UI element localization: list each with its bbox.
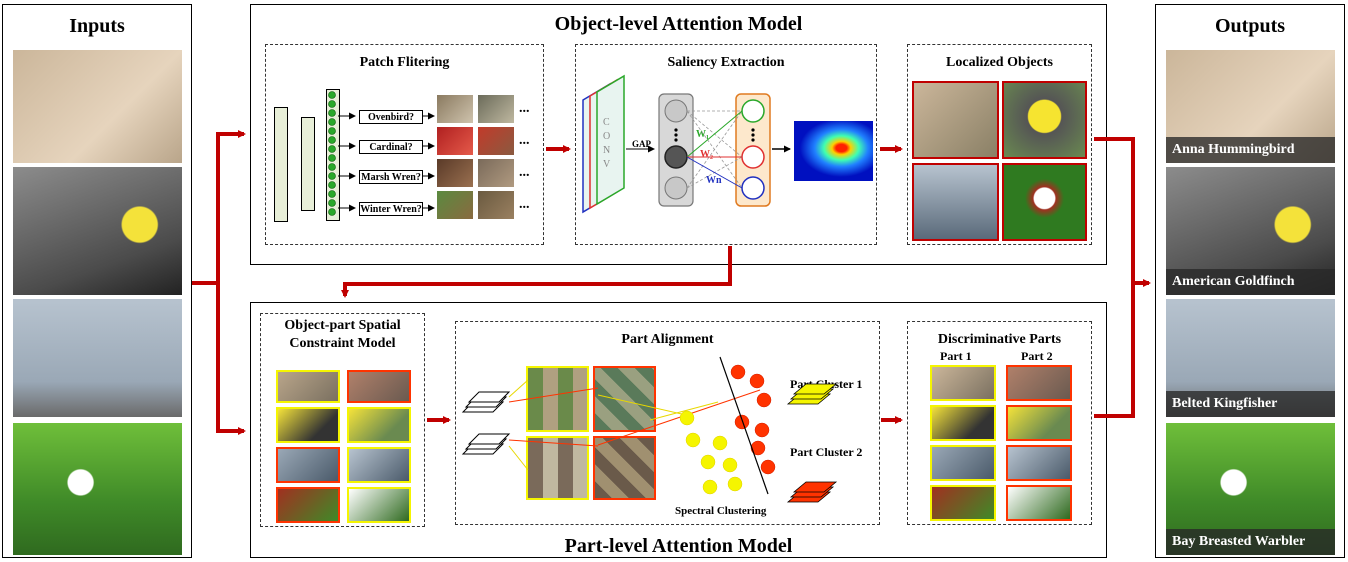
patch-filtering-box: Patch Flitering Ovenbird? Cardinal? Mars… — [265, 44, 544, 245]
output-label-3: Belted Kingfisher — [1166, 391, 1335, 417]
spatial-title-line2: Constraint Model — [289, 336, 396, 351]
spatial-thumb — [347, 407, 411, 443]
patch-thumb — [437, 127, 473, 155]
cluster-grid-2 — [593, 366, 656, 432]
conv-letter: O — [603, 131, 610, 142]
patch-filter-network — [328, 91, 435, 216]
conv-letter: V — [603, 159, 611, 170]
ellipsis-2: ... — [519, 133, 530, 148]
patch-filtering-title: Patch Flitering — [359, 55, 450, 70]
ellipsis-1: ... — [519, 101, 530, 116]
spatial-thumb — [347, 370, 411, 403]
inputs-title: Inputs — [69, 15, 125, 37]
localized-warbler — [1002, 163, 1087, 241]
localized-kingfisher — [912, 163, 999, 241]
outputs-panel: Outputs Anna Hummingbird American Goldfi… — [1155, 4, 1345, 558]
input-image-goldfinch — [13, 167, 182, 295]
part-1-label: Part 1 — [940, 349, 972, 363]
inputs-panel: Inputs — [2, 4, 192, 558]
part-alignment-box: Part Alignment Part Cluster 1 Part Clust… — [455, 321, 880, 525]
patch-thumb — [478, 159, 514, 187]
spatial-constraint-box: Object-part Spatial Constraint Model — [260, 313, 425, 527]
question-ovenbird: Ovenbird? — [359, 110, 423, 124]
input-image-kingfisher — [13, 299, 182, 417]
ellipsis-3: ... — [519, 165, 530, 180]
question-winter-wren: Winter Wren? — [359, 202, 423, 216]
conv-letter: N — [603, 145, 610, 156]
conv-letter: C — [603, 117, 610, 128]
cluster-grid-4 — [593, 436, 656, 500]
input-image-warbler — [13, 423, 182, 555]
part-alignment-title: Part Alignment — [621, 332, 714, 347]
wn-label: Wn — [706, 175, 722, 186]
patch-thumb — [437, 191, 473, 219]
part-2-label: Part 2 — [1021, 349, 1053, 363]
localized-goldfinch — [1002, 81, 1087, 159]
patch-thumb — [437, 95, 473, 123]
spectral-clustering-label: Spectral Clustering — [675, 505, 767, 517]
part1-thumb — [930, 365, 996, 401]
object-level-title: Object-level Attention Model — [554, 13, 803, 35]
w2-label: W₂ — [700, 149, 713, 160]
spatial-thumb — [276, 447, 340, 483]
part2-thumb — [1006, 485, 1072, 521]
patch-thumb — [437, 159, 473, 187]
output-image-goldfinch: American Goldfinch — [1166, 167, 1335, 295]
spatial-thumb — [276, 487, 340, 523]
input-image-hummingbird — [13, 50, 182, 163]
network-layer-2 — [301, 117, 315, 211]
localized-objects-title: Localized Objects — [946, 55, 1053, 70]
output-label-2: American Goldfinch — [1166, 269, 1335, 295]
patch-thumb — [478, 95, 514, 123]
part-alignment-graphics — [461, 356, 838, 503]
flow-arrows — [192, 130, 1151, 435]
output-image-kingfisher: Belted Kingfisher — [1166, 299, 1335, 417]
part-cluster-2-label: Part Cluster 2 — [790, 445, 863, 459]
output-image-warbler: Bay Breasted Warbler — [1166, 423, 1335, 555]
saliency-heatmap — [794, 121, 873, 181]
saliency-extraction-title: Saliency Extraction — [667, 55, 785, 70]
spatial-thumb — [347, 447, 411, 483]
localized-objects-box: Localized Objects — [907, 44, 1092, 245]
part1-thumb — [930, 485, 996, 521]
gap-label: GAP — [632, 139, 651, 149]
spatial-thumb — [347, 487, 411, 523]
localized-hummingbird — [912, 81, 999, 159]
part1-thumb — [930, 445, 996, 481]
spatial-thumb — [276, 370, 340, 403]
patch-thumb — [478, 127, 514, 155]
cluster-grid-1 — [526, 366, 589, 432]
saliency-network: C O N V — [582, 74, 791, 214]
output-label-1: Anna Hummingbird — [1166, 137, 1335, 163]
w1-label: W₁ — [696, 129, 709, 140]
output-label-4: Bay Breasted Warbler — [1166, 529, 1335, 555]
spatial-title-line1: Object-part Spatial — [284, 318, 401, 333]
discriminative-title: Discriminative Parts — [937, 332, 1062, 347]
patch-thumb — [478, 191, 514, 219]
outputs-title: Outputs — [1214, 15, 1286, 37]
question-marsh-wren: Marsh Wren? — [359, 170, 423, 184]
network-layer-1 — [274, 107, 288, 222]
part2-thumb — [1006, 405, 1072, 441]
output-image-hummingbird: Anna Hummingbird — [1166, 50, 1335, 163]
question-cardinal: Cardinal? — [359, 140, 423, 154]
spatial-thumb — [276, 407, 340, 443]
saliency-extraction-box: Saliency Extraction GAP W₁ W₂ Wn — [575, 44, 877, 245]
part2-thumb — [1006, 445, 1072, 481]
part2-thumb — [1006, 365, 1072, 401]
ellipsis-4: ... — [519, 197, 530, 212]
part1-thumb — [930, 405, 996, 441]
discriminative-parts-box: Discriminative Parts Part 1 Part 2 — [907, 321, 1092, 525]
part-level-title: Part-level Attention Model — [564, 535, 793, 557]
